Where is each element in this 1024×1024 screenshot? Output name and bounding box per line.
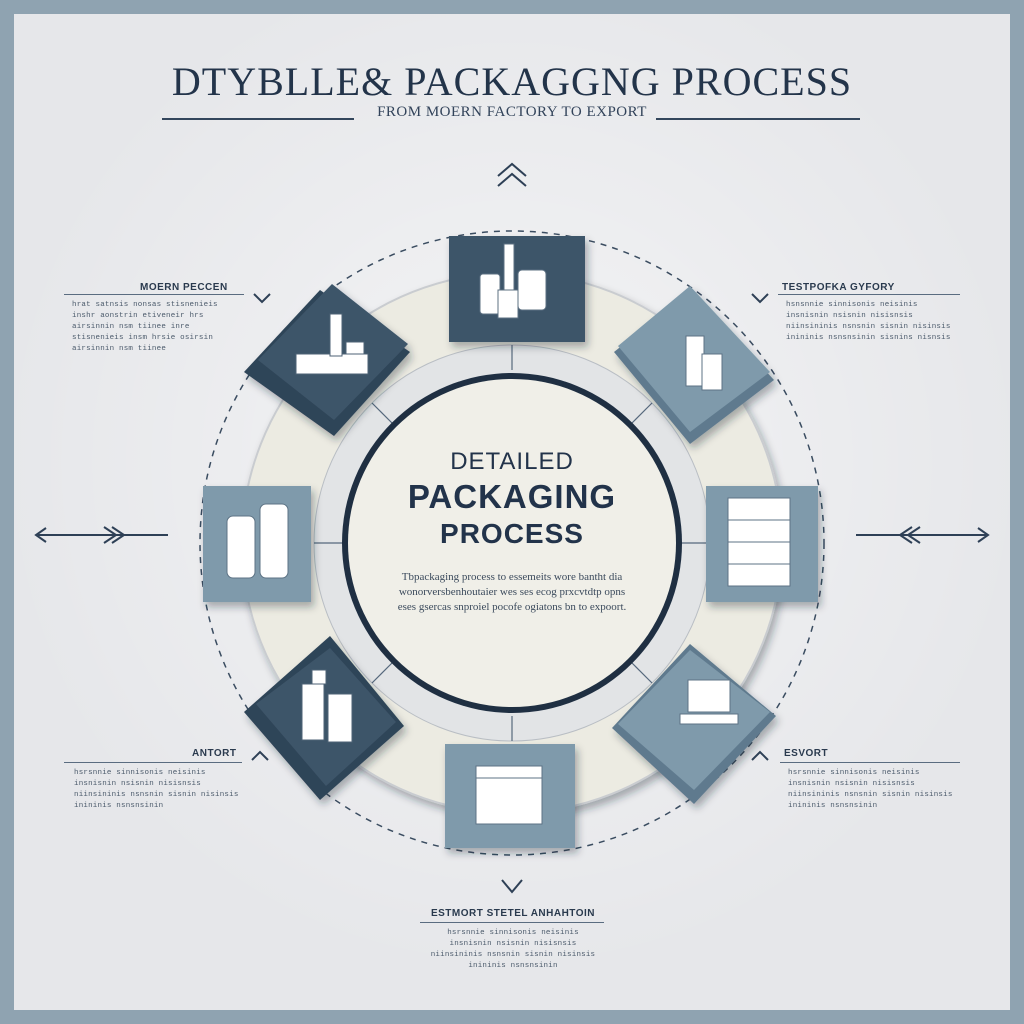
callout-bottom-right-label: ESVORT bbox=[784, 748, 829, 759]
up-chevron-icon bbox=[497, 162, 527, 187]
center-disc bbox=[348, 379, 676, 707]
up-arrow-icon bbox=[251, 750, 269, 761]
step-card-left bbox=[203, 486, 311, 602]
callout-top-right-rule bbox=[778, 294, 960, 295]
down-chevron-icon bbox=[501, 879, 523, 894]
callout-top-right-label: TESTPOFKA GYFORY bbox=[782, 282, 895, 293]
callout-bottom-right-body: hsrsnnie sinnisonis neisinis insnisnin n… bbox=[788, 769, 953, 810]
callout-top-left-label: MOERN PECCEN bbox=[140, 282, 228, 293]
callout-top-left-rule bbox=[64, 294, 244, 295]
pallet-icon bbox=[679, 679, 739, 725]
page-subtitle: FROM MOERN FACTORY TO EXPORT bbox=[377, 104, 647, 120]
up-arrow-icon bbox=[751, 750, 769, 761]
page-title: DTYBLLE& PACKAGGNG PROCESS bbox=[171, 59, 853, 104]
factory-machine-icon bbox=[295, 313, 369, 375]
stacked-boxes-icon bbox=[727, 497, 791, 587]
callout-bottom-left-label: ANTORT bbox=[192, 748, 237, 759]
callout-top-left-body: hrat satnsis nonsas stisnenieis inshr ao… bbox=[72, 301, 218, 353]
callout-bottom-body: hsrsnnie sinnisonis neisinis insnisnin n… bbox=[430, 929, 596, 970]
step-card-bottom-right bbox=[612, 644, 776, 804]
packing-machine-icon bbox=[301, 669, 353, 743]
dashed-orbit bbox=[199, 230, 825, 856]
containers-icon bbox=[685, 335, 723, 391]
chemical-drums-icon bbox=[479, 243, 547, 319]
step-card-top bbox=[449, 236, 585, 342]
down-arrow-icon bbox=[751, 293, 769, 304]
shipping-box-icon bbox=[475, 765, 543, 825]
center-description: Tbpackaging process to essemeits wore ba… bbox=[397, 571, 627, 613]
left-arrow-icon bbox=[34, 526, 168, 544]
step-card-bottom bbox=[445, 744, 575, 848]
callout-top-right-body: hsnsnnie sinnisonis neisinis insnisnin n… bbox=[786, 301, 951, 342]
callout-bottom-right-rule bbox=[780, 762, 960, 763]
center-heading-line2: PROCESS bbox=[440, 518, 584, 549]
center-heading-small: DETAILED bbox=[450, 448, 574, 475]
callout-bottom-left-rule bbox=[64, 762, 242, 763]
callout-bottom-left-body: hsrsnnie sinnisonis neisinis insnisnin n… bbox=[74, 769, 239, 810]
callout-bottom-label: ESTMORT STETEL ANHAHTOIN bbox=[430, 908, 596, 919]
step-card-right bbox=[706, 486, 818, 602]
center-heading-line1: PACKAGING bbox=[407, 478, 617, 515]
subtitle-rule-right bbox=[656, 118, 860, 120]
step-card-bottom-left bbox=[244, 636, 404, 800]
right-arrow-icon bbox=[856, 526, 990, 544]
step-card-top-right bbox=[614, 286, 774, 444]
spokes bbox=[314, 345, 710, 741]
step-card-top-left bbox=[244, 284, 410, 436]
down-arrow-icon bbox=[253, 293, 271, 304]
callout-bottom-rule bbox=[420, 922, 604, 923]
subtitle-rule-left bbox=[162, 118, 354, 120]
rolls-stack-icon bbox=[226, 503, 289, 579]
